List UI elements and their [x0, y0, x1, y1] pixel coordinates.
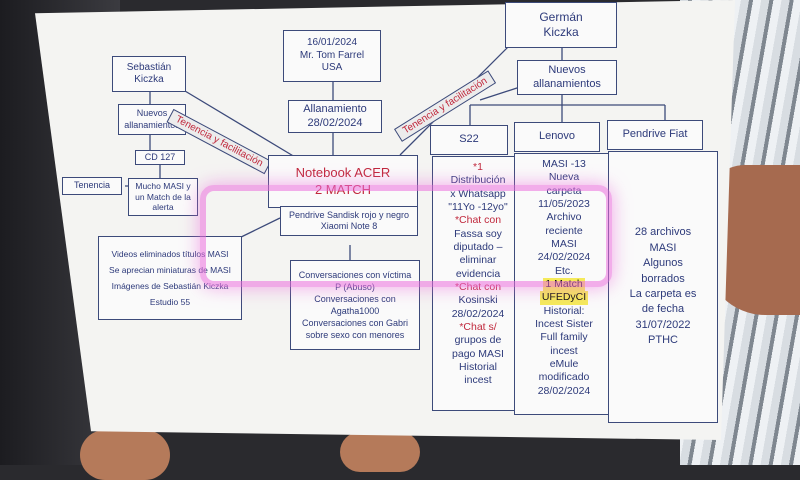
lenovo-line: MASI -13	[542, 158, 586, 170]
lenovo-line: eMule	[549, 357, 579, 370]
allanamiento-box: Allanamiento 28/02/2024	[288, 100, 382, 133]
lenovo-column: MASI -13 Nueva carpeta 11/05/2023 Archiv…	[514, 153, 614, 415]
videos-2: Se aprecian miniaturas de MASI	[109, 264, 231, 275]
fiat-line: Algunos	[643, 257, 683, 270]
conv-2: P (Abuso)	[335, 281, 375, 292]
lenovo-line: MASI	[551, 237, 577, 250]
lenovo-line: Nueva	[548, 171, 580, 184]
top-date: 16/01/2024	[306, 37, 358, 49]
tenencia-label: Tenencia	[73, 180, 111, 191]
s22-line: *Chat s/	[459, 320, 497, 333]
german-label: Germán Kiczka	[539, 10, 583, 39]
mucho-1: Mucho MASI y	[135, 181, 191, 192]
s22-line: 28/02/2024	[451, 307, 505, 320]
lenovo-line: Archivo	[546, 211, 582, 224]
s22-line: evidencia	[455, 267, 501, 280]
videos-4: Estudio 55	[149, 297, 191, 308]
lenovo-line: modificado	[538, 371, 590, 384]
lenovo-line: reciente	[545, 224, 583, 237]
pendrive-label: Pendrive Sandisk rojo y negro	[288, 209, 410, 220]
xiaomi-label: Xiaomi Note 8	[320, 221, 378, 231]
s22-line: diputado –	[453, 240, 503, 253]
conv-5: Conversaciones con Gabri	[301, 318, 409, 329]
conv-3: Conversaciones con	[314, 293, 396, 304]
lenovo-ufed-highlight: UFEDyCI	[539, 291, 589, 305]
nuevos-left-1: Nuevos	[136, 108, 168, 119]
cd-box: CD 127	[135, 150, 185, 165]
top-country: USA	[321, 62, 343, 74]
lenovo-line: 11/05/2023	[538, 197, 590, 210]
sebastian-label: Sebastián Kiczka	[126, 61, 172, 86]
tenencia-box: Tenencia	[62, 177, 122, 195]
mucho-2: un Match de la	[135, 191, 191, 202]
sebastian-box: Sebastián Kiczka	[112, 56, 186, 92]
conv-4: Agatha1000	[330, 306, 380, 316]
notebook-match: 2 MATCH	[314, 181, 372, 197]
fiat-line: 28 archivos	[634, 226, 692, 239]
lenovo-header-label: Lenovo	[538, 130, 576, 143]
notebook-label: Notebook ACER	[295, 165, 391, 181]
s22-line: "11Yo -12yo"	[448, 200, 508, 213]
nuevos-left-2: allanamientos	[124, 119, 180, 130]
top-date-box: 16/01/2024 Mr. Tom Farrel USA	[283, 30, 381, 82]
s22-header-label: S22	[459, 133, 479, 146]
fiat-header: Pendrive Fiat	[607, 120, 703, 150]
s22-line: *1	[473, 161, 483, 173]
s22-line: *Chat con	[454, 280, 502, 293]
fiat-line: de fecha	[641, 303, 685, 316]
lenovo-header: Lenovo	[514, 122, 600, 152]
mucho-3: alerta	[152, 202, 174, 213]
cd-label: CD 127	[144, 151, 176, 162]
notebook-box: Notebook ACER 2 MATCH	[268, 155, 418, 208]
lenovo-line: carpeta	[546, 184, 582, 197]
fiat-line: MASI	[649, 241, 677, 254]
videos-3: Imágenes de Sebastián Kiczka	[111, 281, 229, 291]
s22-line: pago MASI	[452, 347, 504, 360]
lenovo-line: Full family	[540, 331, 588, 344]
s22-line: eliminar	[459, 254, 497, 267]
lenovo-match-highlight: 1 Match	[543, 277, 585, 292]
fiat-line: La carpeta es	[629, 288, 697, 300]
s22-line: Fassa soy	[454, 227, 502, 240]
conv-6: sobre sexo con menores	[305, 330, 405, 341]
allanamiento-label: Allanamiento	[303, 102, 367, 115]
allanamiento-date: 28/02/2024	[307, 116, 363, 129]
fiat-line: 31/07/2022	[635, 318, 691, 331]
s22-line: Kosinski	[458, 294, 498, 307]
top-name: Mr. Tom Farrel	[299, 49, 365, 61]
fiat-column: 28 archivos MASI Algunos borrados La car…	[608, 151, 718, 423]
s22-line: Historial	[459, 360, 497, 373]
s22-line: *Chat con	[454, 214, 502, 227]
lenovo-line: Etc.	[554, 264, 574, 277]
fiat-line: PTHC	[648, 334, 678, 347]
fiat-line: borrados	[641, 272, 685, 285]
s22-line: x Whatsapp	[450, 187, 506, 200]
s22-header: S22	[430, 125, 508, 155]
s22-line: incest	[464, 374, 492, 387]
lenovo-line: 24/02/2024	[537, 251, 591, 264]
lenovo-line: Historial:	[543, 304, 585, 317]
s22-column: *1 Distribución x Whatsapp "11Yo -12yo" …	[432, 156, 524, 411]
lenovo-line: incest	[550, 344, 578, 357]
mucho-box: Mucho MASI y un Match de la alerta	[128, 178, 198, 216]
fiat-header-label: Pendrive Fiat	[622, 128, 688, 141]
conversaciones-box: Conversaciones con víctima P (Abuso) Con…	[290, 260, 420, 350]
s22-line: Distribución	[450, 174, 506, 187]
conv-1: Conversaciones con víctima	[298, 269, 412, 280]
german-box: Germán Kiczka	[505, 2, 617, 48]
videos-box: Videos eliminados títulos MASI Se apreci…	[98, 236, 242, 320]
s22-line: grupos de	[454, 334, 502, 347]
nuevos-right-1: Nuevos	[548, 63, 586, 76]
lenovo-line: Incest Sister	[535, 317, 593, 330]
lenovo-line: 28/02/2024	[537, 384, 591, 397]
nuevos-right-2: allanamientos	[533, 77, 601, 90]
videos-1: Videos eliminados títulos MASI	[111, 248, 229, 259]
pendrive-box: Pendrive Sandisk rojo y negro Xiaomi Not…	[280, 206, 418, 236]
nuevos-right-box: Nuevos allanamientos	[517, 60, 617, 95]
